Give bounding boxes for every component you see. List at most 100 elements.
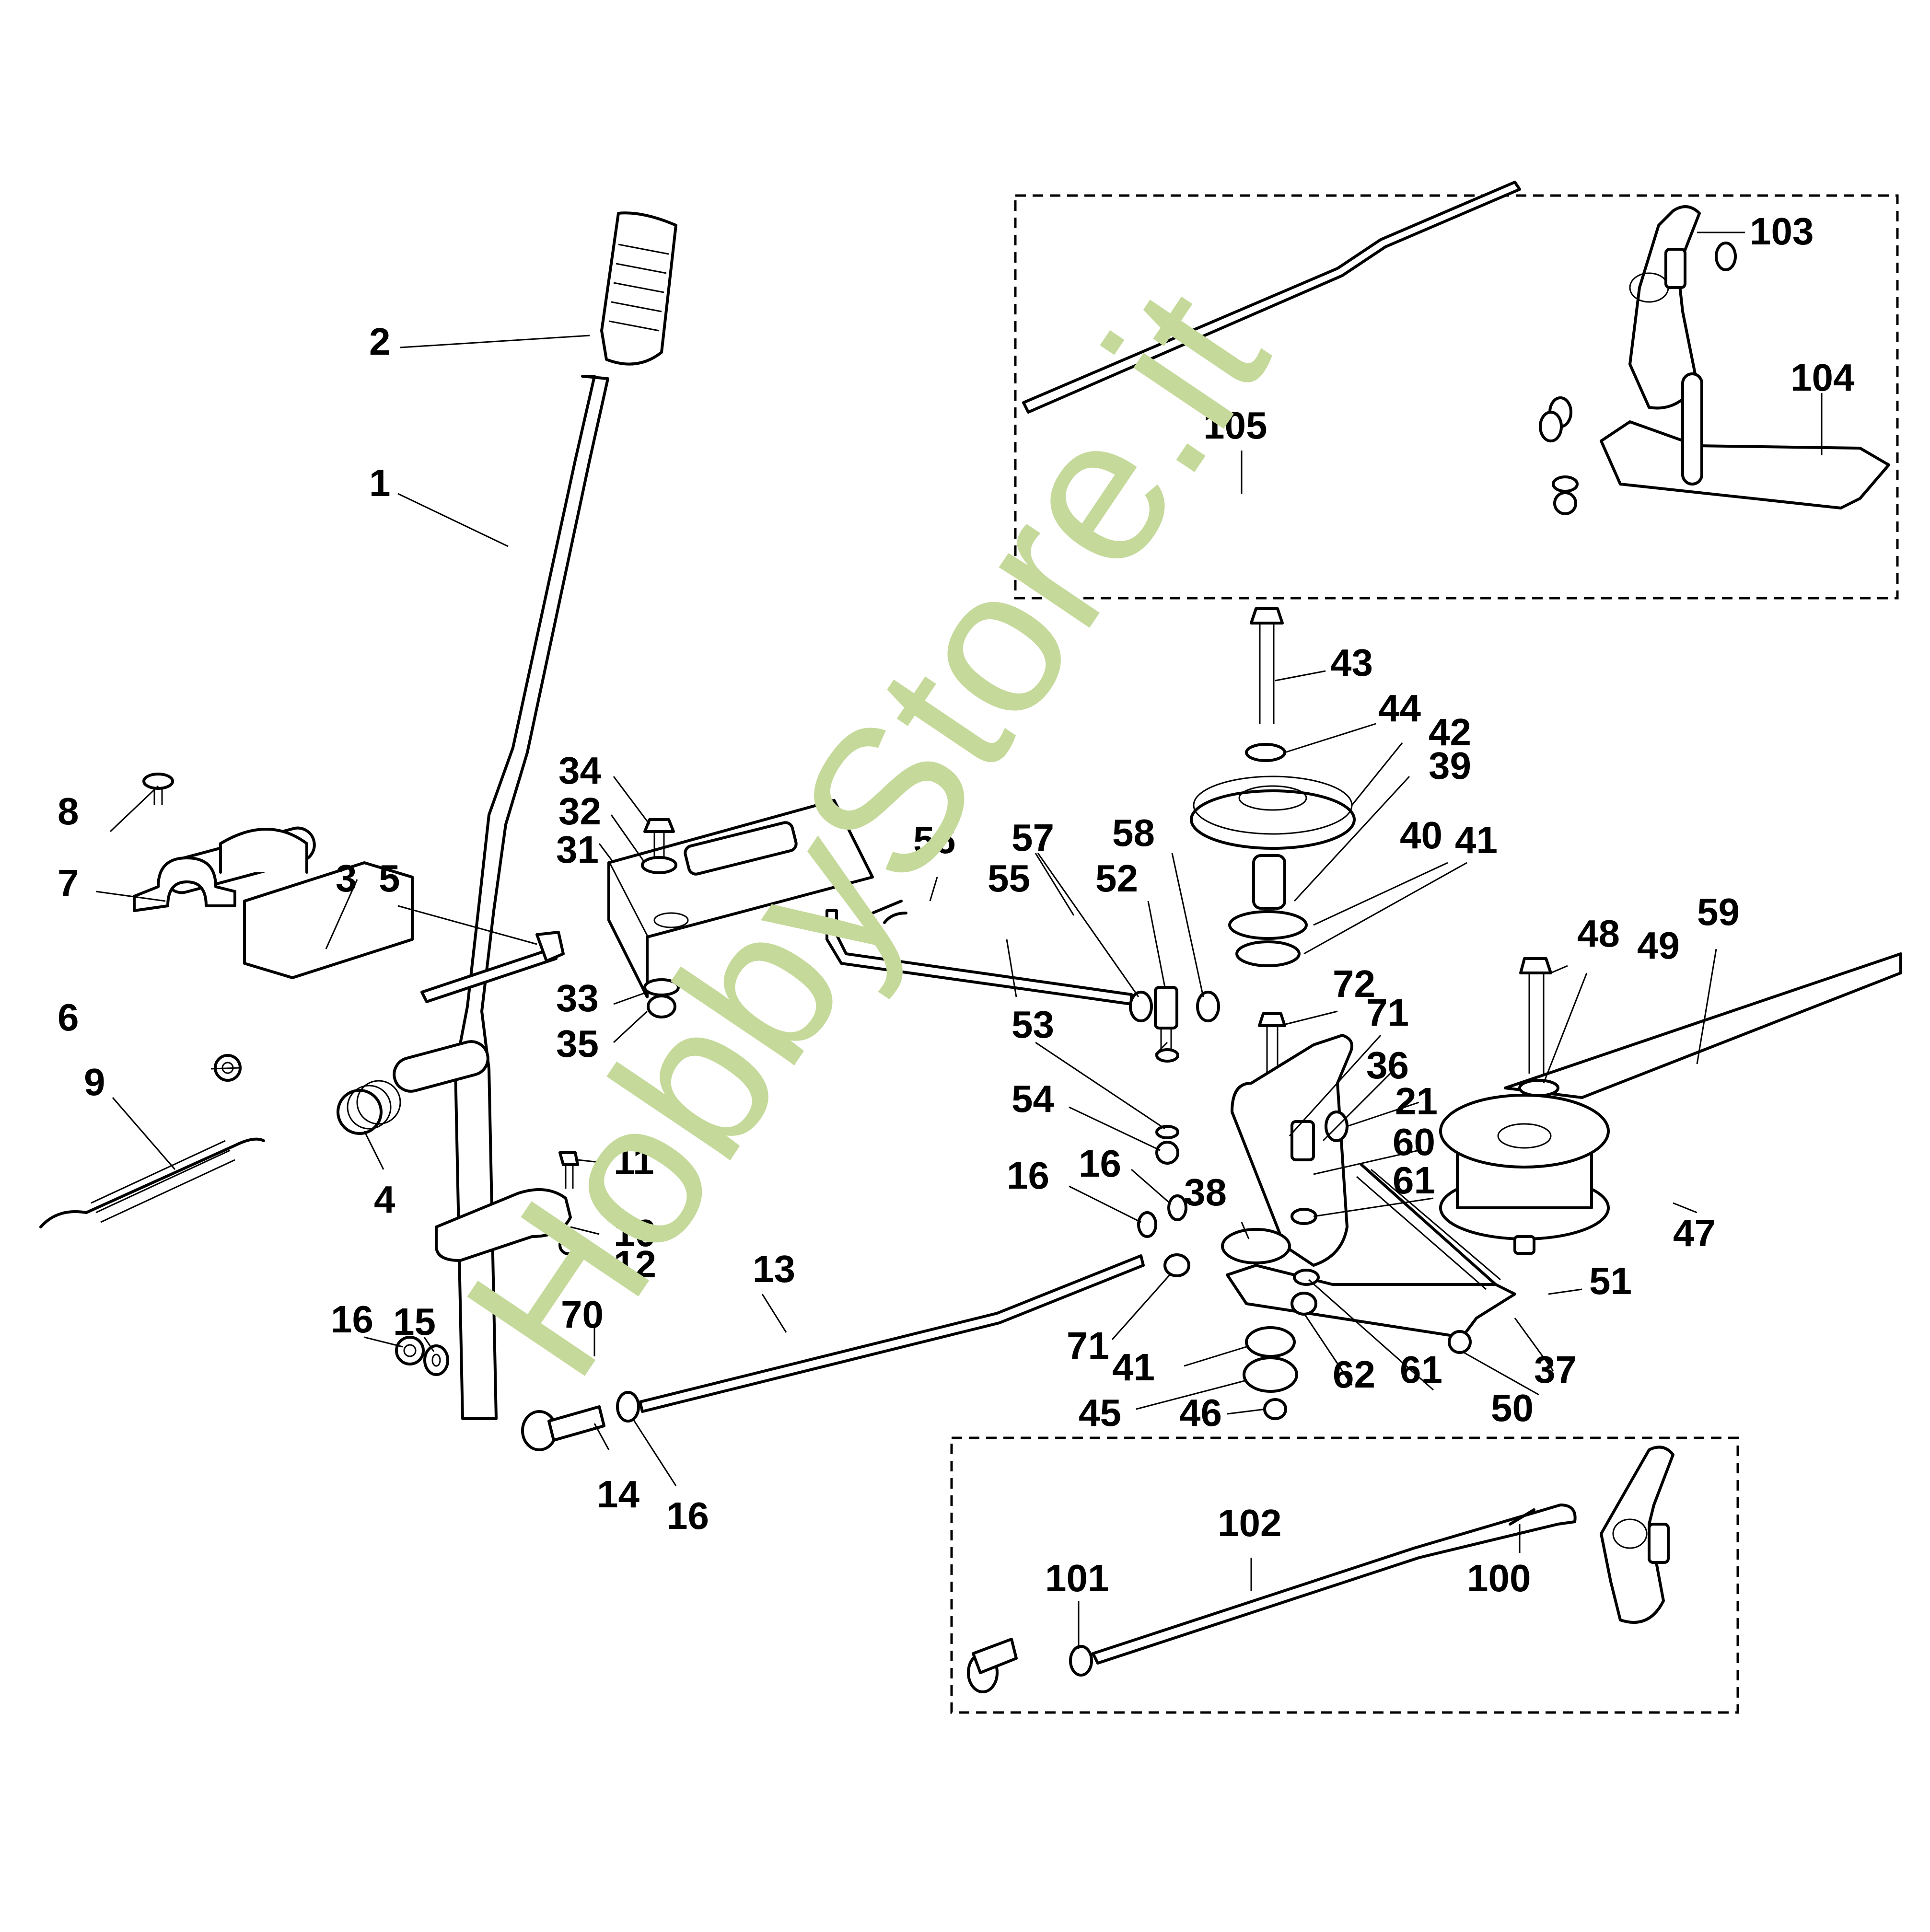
hex-bolt[interactable] (420, 931, 565, 1003)
callout-70: 70 (561, 1293, 604, 1336)
callout-52: 52 (1095, 857, 1138, 900)
rod-105[interactable] (1022, 181, 1521, 414)
callout-45: 45 (1079, 1391, 1121, 1434)
washer-61b[interactable] (1293, 1269, 1320, 1286)
rod-102[interactable] (1092, 1504, 1577, 1665)
callout-41-top: 41 (1455, 819, 1498, 861)
callout-7: 7 (58, 862, 79, 904)
callout-31: 31 (556, 828, 599, 871)
spacer-tube[interactable] (390, 1038, 491, 1095)
nut-62[interactable] (1291, 1292, 1317, 1316)
callout-102: 102 (1218, 1502, 1281, 1544)
callout-59: 59 (1697, 891, 1740, 933)
lever-plate[interactable] (435, 1188, 572, 1262)
callout-13: 13 (753, 1248, 795, 1290)
washer-41-top[interactable] (1235, 940, 1301, 967)
callout-6: 6 (58, 996, 79, 1039)
idler-pulley[interactable] (1439, 1094, 1610, 1255)
callout-10: 10 (614, 1212, 656, 1254)
lever-arm-lower[interactable] (1600, 1446, 1674, 1624)
callout-105: 105 (1203, 404, 1267, 447)
lever-grip[interactable] (600, 211, 677, 366)
nut-35[interactable] (647, 995, 676, 1018)
bushing-39[interactable] (1252, 854, 1286, 910)
washer-44[interactable] (1245, 743, 1286, 762)
pivot-bracket[interactable] (161, 824, 414, 979)
base-plate-104[interactable] (1600, 372, 1890, 509)
nut-54[interactable] (1155, 1141, 1179, 1165)
nut-58[interactable] (1196, 991, 1220, 1022)
washer-49[interactable] (1518, 1079, 1559, 1097)
ball-joint[interactable] (521, 1391, 640, 1451)
nut-small[interactable] (558, 1235, 579, 1255)
callout-42: 42 (1429, 711, 1471, 753)
callout-15: 15 (393, 1300, 436, 1343)
bolt-34[interactable] (643, 818, 675, 858)
washer-15[interactable] (423, 1344, 449, 1376)
washer-61[interactable] (1291, 1208, 1317, 1225)
cotter-pin-100[interactable] (1509, 1508, 1535, 1526)
callout-49: 49 (1637, 924, 1680, 967)
callout-1: 1 (369, 462, 391, 504)
nut-16-right-b[interactable] (1167, 1194, 1187, 1221)
callout-100: 100 (1467, 1557, 1531, 1599)
callout-61-bottom: 61 (1400, 1348, 1442, 1391)
mounting-bracket[interactable] (607, 799, 874, 998)
callout-38: 38 (1184, 1171, 1227, 1214)
nut-101[interactable] (1069, 1645, 1093, 1677)
nut-50[interactable] (1448, 1330, 1472, 1354)
clamp-bracket[interactable] (133, 856, 236, 912)
callout-60: 60 (1393, 1121, 1435, 1163)
gear-lever[interactable] (454, 375, 609, 1420)
v-pulley[interactable] (1190, 775, 1356, 850)
cotter-pin[interactable] (871, 900, 907, 924)
callout-43: 43 (1330, 641, 1373, 684)
washer-54[interactable] (1155, 1125, 1179, 1139)
washer-32[interactable] (641, 856, 677, 874)
nuts-upper-inset[interactable] (1539, 396, 1579, 515)
callout-34: 34 (558, 749, 601, 792)
tension-spring-37[interactable] (1356, 1163, 1501, 1290)
swivel-60[interactable] (1291, 1120, 1315, 1161)
washer-45[interactable] (1243, 1356, 1298, 1393)
callout-104: 104 (1790, 356, 1855, 399)
callout-48: 48 (1577, 912, 1620, 955)
washer-40[interactable] (1228, 910, 1308, 940)
ball-joint-lower[interactable] (967, 1638, 1018, 1693)
nut-46[interactable] (1263, 1398, 1287, 1420)
bolt-43[interactable] (1250, 607, 1284, 724)
callout-40: 40 (1400, 814, 1442, 856)
callout-39: 39 (1429, 744, 1471, 787)
callout-56: 56 (913, 819, 956, 861)
extension-spring[interactable] (39, 1137, 265, 1228)
screw[interactable] (142, 773, 174, 805)
torsion-spring[interactable] (337, 1080, 401, 1135)
swivel-block[interactable] (1154, 986, 1178, 1052)
callout-44: 44 (1378, 687, 1421, 729)
callout-71-top: 71 (1366, 991, 1409, 1034)
control-rod[interactable] (639, 1254, 1145, 1413)
callout-labels: 1 2 3 4 5 6 7 8 9 10 11 12 13 14 15 16 1… (58, 210, 1855, 1599)
spacer-38[interactable] (1221, 1228, 1291, 1264)
callout-2: 2 (369, 320, 391, 363)
callout-51: 51 (1589, 1260, 1632, 1302)
callout-11: 11 (614, 1140, 654, 1182)
nut-71[interactable] (1163, 1253, 1190, 1277)
callout-32: 32 (558, 790, 601, 833)
washer-41-bottom[interactable] (1245, 1326, 1296, 1358)
bolt-small[interactable] (558, 1151, 579, 1189)
callout-33: 33 (556, 977, 599, 1019)
washer-53[interactable] (1155, 1048, 1179, 1063)
nut-16-left[interactable] (395, 1336, 425, 1365)
inset-box-lower (950, 1436, 1739, 1714)
bolt-48[interactable] (1519, 957, 1552, 1074)
callout-4: 4 (374, 1178, 395, 1221)
nut-57[interactable] (1129, 991, 1153, 1022)
callout-36: 36 (1366, 1044, 1409, 1087)
callout-61-top: 61 (1393, 1159, 1435, 1202)
callout-57: 57 (1012, 816, 1054, 859)
nut-16-right-a[interactable] (1137, 1211, 1157, 1238)
lever-arm-103[interactable] (1628, 205, 1737, 410)
